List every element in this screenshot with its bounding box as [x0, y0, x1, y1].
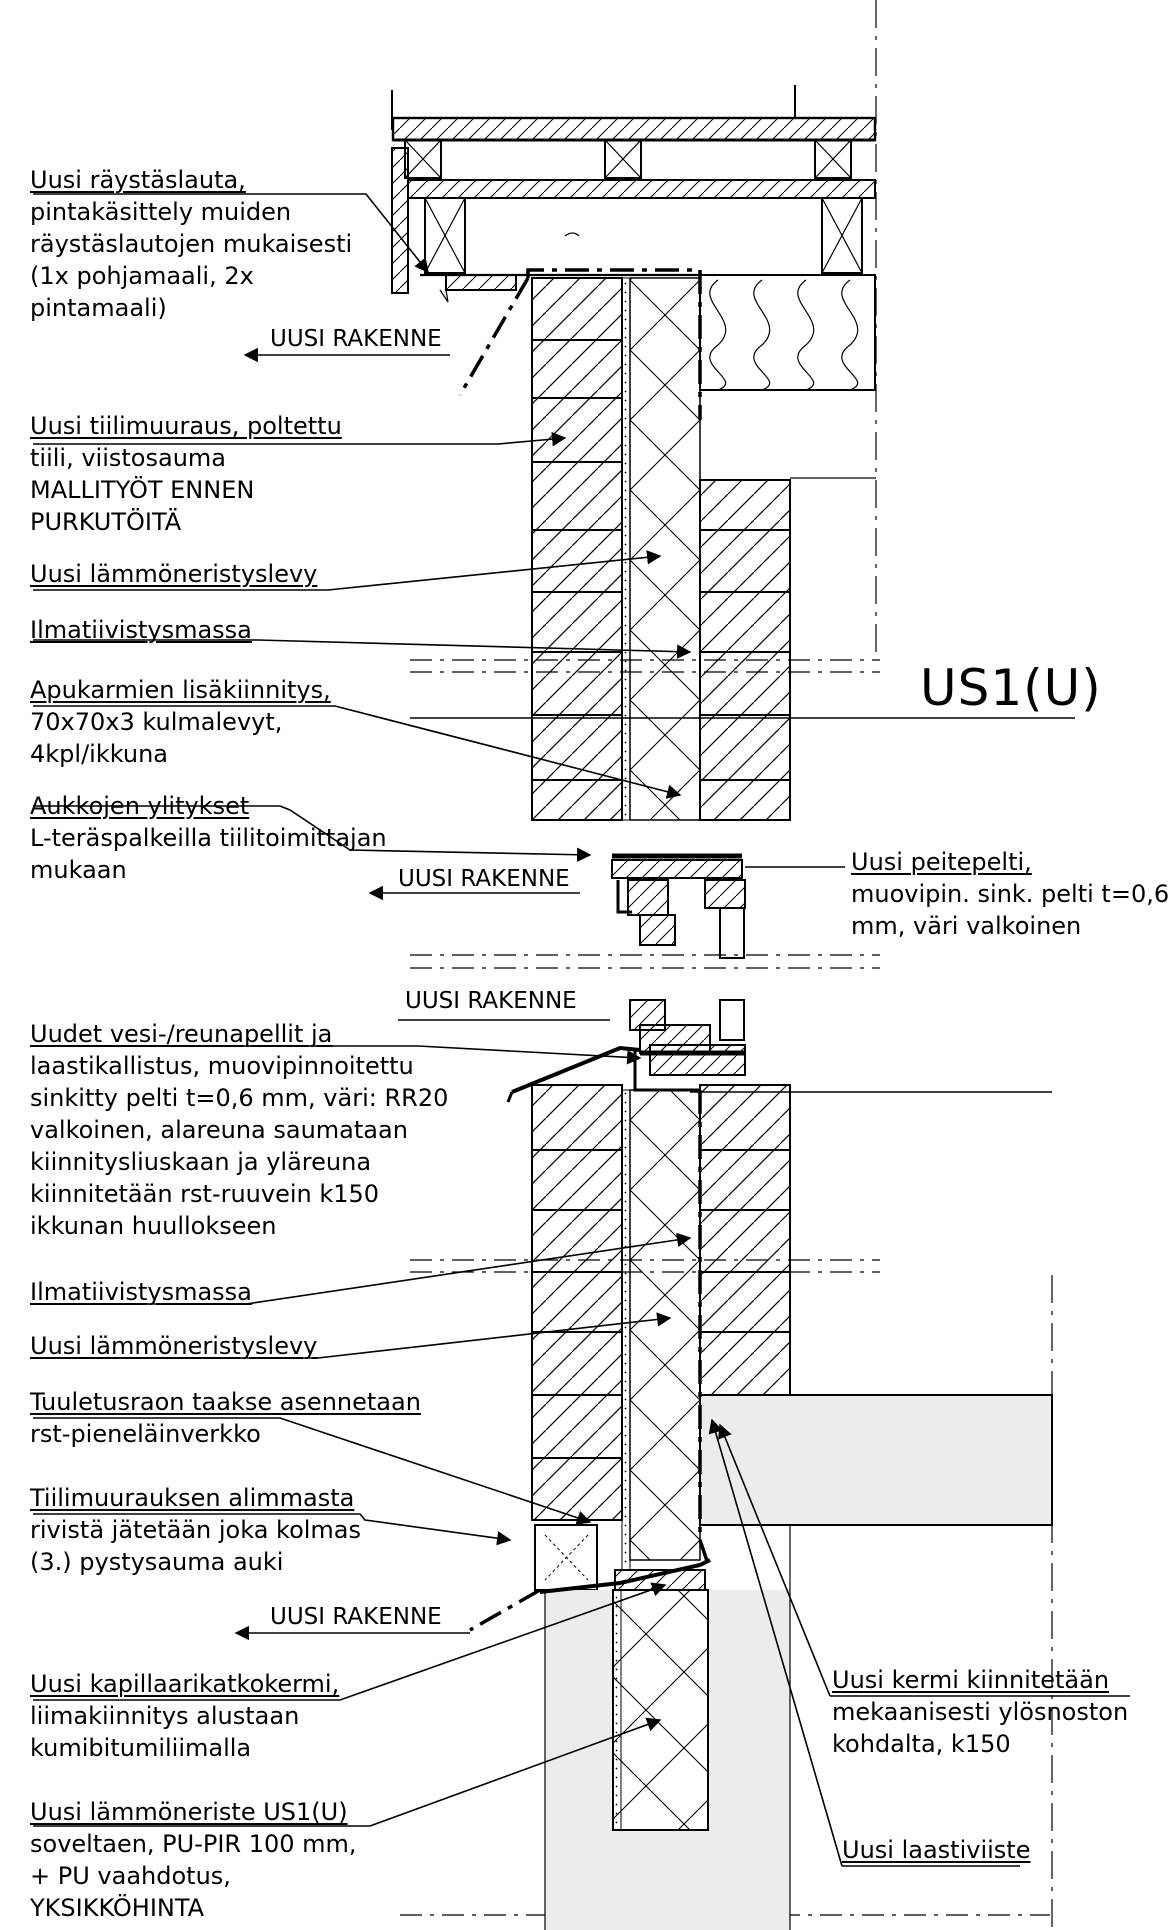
annotation-line: mukaan	[30, 856, 127, 884]
annotation-apukarmien: Apukarmien lisäkiinnitys, 70x70x3 kulmal…	[30, 674, 331, 770]
annotation-line: Tuuletusraon taakse asennetaan	[30, 1388, 421, 1416]
lower-wall	[506, 1045, 791, 1591]
annotation-line: Uusi lämmöneriste US1(U)	[30, 1798, 348, 1826]
leader-lines	[33, 193, 1130, 1867]
annotation-line: Ilmatiivistysmassa	[30, 616, 252, 644]
annotation-raystaslauta: Uusi räystäslauta, pintakäsittely muiden…	[30, 164, 352, 324]
annotation-lammoneristyslevy-bottom: Uusi lämmöneristyslevy	[30, 1330, 317, 1362]
slab-and-foundation	[539, 1394, 1053, 1930]
annotation-line: ikkunan huullokseen	[30, 1212, 277, 1240]
annotation-line: valkoinen, alareuna saumataan	[30, 1116, 408, 1144]
new-structure-boundary-bottom	[469, 1090, 712, 1632]
annotation-line: Uusi tiilimuuraus, poltettu	[30, 412, 342, 440]
rakenne-label-bottom: UUSI RAKENNE	[270, 1604, 442, 1630]
annotation-peitepelti: Uusi peitepelti, muovipin. sink. pelti t…	[851, 846, 1168, 942]
annotation-kermi: Uusi kermi kiinnitetään mekaanisesti ylö…	[832, 1664, 1128, 1760]
annotation-line: kiinnitetään rst-ruuvein k150	[30, 1180, 380, 1208]
annotation-aukkojen: Aukkojen ylitykset L-teräspalkeilla tiil…	[30, 790, 387, 886]
annotation-line: + PU vaahdotus,	[30, 1862, 231, 1890]
annotation-vesipellit: Uudet vesi-/reunapellit ja laastikallist…	[30, 1018, 448, 1242]
rakenne-arrows	[234, 347, 610, 1641]
annotation-line: kiinnitysliuskaan ja yläreuna	[30, 1148, 372, 1176]
annotation-lammoneristyslevy-top: Uusi lämmöneristyslevy	[30, 558, 317, 590]
rakenne-label-window-top: UUSI RAKENNE	[398, 866, 570, 892]
annotation-line: Apukarmien lisäkiinnitys,	[30, 676, 331, 704]
annotation-alimmasta: Tiilimuurauksen alimmasta rivistä jätetä…	[30, 1482, 361, 1578]
annotation-line: räystäslautojen mukaisesti	[30, 230, 353, 258]
annotation-line: MALLITYÖT ENNEN	[30, 476, 255, 504]
annotation-line: mm, väri valkoinen	[851, 912, 1082, 940]
annotation-line: pintamaali)	[30, 294, 167, 322]
annotation-line: YKSIKKÖHINTA	[30, 1894, 205, 1922]
annotation-line: Uusi räystäslauta,	[30, 166, 246, 194]
annotation-line: Uusi lämmöneristyslevy	[30, 1332, 318, 1360]
annotation-line: Aukkojen ylitykset	[30, 792, 250, 820]
annotation-line: liimakiinnitys alustaan	[30, 1702, 300, 1730]
annotation-line: Uusi laastiviiste	[842, 1836, 1031, 1864]
annotation-tiilimuuraus: Uusi tiilimuuraus, poltettu tiili, viist…	[30, 410, 342, 538]
annotation-line: Uusi lämmöneristyslevy	[30, 560, 318, 588]
annotation-line: mekaanisesti ylösnoston	[832, 1698, 1129, 1726]
annotation-line: sinkitty pelti t=0,6 mm, väri: RR20	[30, 1084, 449, 1112]
rakenne-label-top: UUSI RAKENNE	[270, 326, 442, 352]
annotation-ilmatiivistysmassa-top: Ilmatiivistysmassa	[30, 614, 252, 646]
structure-id: US1(U)	[920, 659, 1102, 717]
annotation-line: Uudet vesi-/reunapellit ja	[30, 1020, 333, 1048]
annotation-line: laastikallistus, muovipinnoitettu	[30, 1052, 414, 1080]
annotation-ilmatiivistysmassa-bottom: Ilmatiivistysmassa	[30, 1276, 252, 1308]
annotation-line: rivistä jätetään joka kolmas	[30, 1516, 362, 1544]
upper-wall	[531, 277, 876, 821]
annotation-line: Uusi peitepelti,	[851, 848, 1032, 876]
annotation-line: 4kpl/ikkuna	[30, 740, 169, 768]
annotation-line: rst-pieneläinverkko	[30, 1420, 261, 1448]
annotation-line: kohdalta, k150	[832, 1730, 1011, 1758]
annotation-line: tiili, viistosauma	[30, 444, 226, 472]
eaves-structure	[391, 85, 877, 391]
annotation-line: L-teräspalkeilla tiilitoimittajan	[30, 824, 387, 852]
new-structure-boundary-top	[458, 268, 702, 420]
rakenne-label-window-bottom: UUSI RAKENNE	[405, 988, 577, 1014]
annotation-line: 70x70x3 kulmalevyt,	[30, 708, 283, 736]
annotation-line: Tiilimuurauksen alimmasta	[30, 1484, 355, 1512]
annotation-line: muovipin. sink. pelti t=0,6	[851, 880, 1168, 908]
annotation-line: PURKUTÖITÄ	[30, 508, 182, 536]
annotation-tuuletusrao: Tuuletusraon taakse asennetaan rst-piene…	[30, 1386, 421, 1450]
annotation-line: Uusi kapillaarikatkokermi,	[30, 1670, 340, 1698]
annotation-line: Ilmatiivistysmassa	[30, 1278, 252, 1306]
axis-lines	[875, 0, 1053, 1930]
annotation-lammoneriste: Uusi lämmöneriste US1(U) soveltaen, PU-P…	[30, 1796, 357, 1924]
annotation-laastiviiste: Uusi laastiviiste	[842, 1834, 1030, 1866]
annotation-line: pintakäsittely muiden	[30, 198, 292, 226]
annotation-line: (3.) pystysauma auki	[30, 1548, 284, 1576]
annotation-kapillaari: Uusi kapillaarikatkokermi, liimakiinnity…	[30, 1668, 339, 1764]
annotation-line: soveltaen, PU-PIR 100 mm,	[30, 1830, 357, 1858]
annotation-line: (1x pohjamaali, 2x	[30, 262, 254, 290]
annotation-line: kumibitumiliimalla	[30, 1734, 252, 1762]
window-frame	[611, 853, 746, 1092]
annotation-line: Uusi kermi kiinnitetään	[832, 1666, 1110, 1694]
